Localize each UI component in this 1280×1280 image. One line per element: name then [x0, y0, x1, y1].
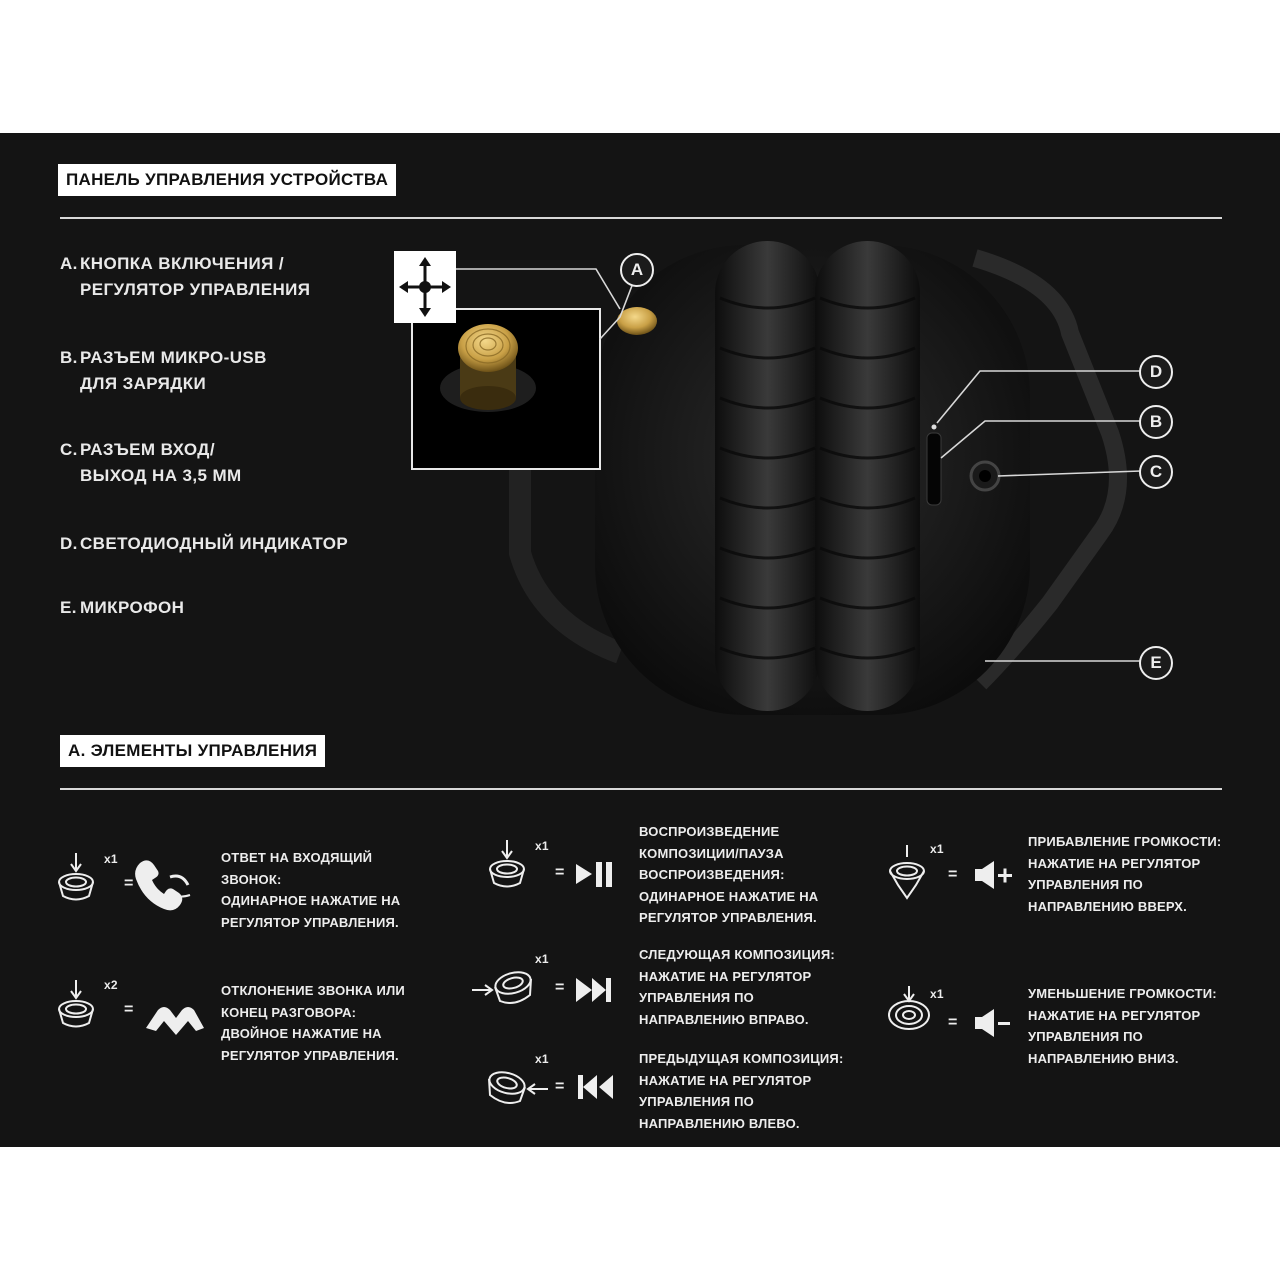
section-divider: [60, 217, 1222, 219]
knob-down-icon: [888, 986, 930, 1030]
diagram-panel: ПАНЕЛЬ УПРАВЛЕНИЯ УСТРОЙСТВА A.КНОПКА ВК…: [0, 133, 1280, 1147]
equals-sign: =: [555, 979, 565, 996]
callout-b: B: [1139, 405, 1173, 439]
knob-press-icon: [58, 853, 94, 901]
equals-sign: =: [948, 866, 958, 883]
headphone-illustration: [394, 241, 1142, 715]
control-icons: [58, 840, 1012, 1104]
equals-sign: =: [124, 875, 134, 892]
answer-call-description: ОТВЕТ НА ВХОДЯЩИЙ ЗВОНОК: ОДИНАРНОЕ НАЖА…: [221, 850, 401, 930]
volume-down-description: УМЕНЬШЕНИЕ ГРОМКОСТИ: НАЖАТИЕ НА РЕГУЛЯТ…: [1028, 986, 1217, 1066]
knob-tilt-right-icon: [472, 971, 532, 1004]
press-count: x1: [535, 839, 549, 853]
part-d-label: D.СВЕТОДИОДНЫЙ ИНДИКАТОР: [60, 534, 349, 553]
section-divider: [60, 788, 1222, 790]
next-track-icon: [576, 978, 611, 1002]
press-count: x1: [930, 842, 944, 856]
volume-down-icon: [975, 1009, 1010, 1037]
part-e-label: E.МИКРОФОН: [60, 598, 185, 617]
equals-sign: =: [555, 1078, 565, 1095]
volume-up-icon: [975, 861, 1012, 889]
reject-call-description: ОТКЛОНЕНИЕ ЗВОНКА ИЛИ КОНЕЦ РАЗГОВОРА: Д…: [221, 983, 405, 1063]
callout-a: A: [620, 253, 654, 287]
callout-c: C: [1139, 455, 1173, 489]
equals-sign: =: [555, 864, 565, 881]
part-a-label: A.КНОПКА ВКЛЮЧЕНИЯ / РЕГУЛЯТОР УПРАВЛЕНИ…: [60, 254, 311, 299]
press-count: x1: [104, 852, 118, 866]
controls-section-title: A. ЭЛЕМЕНТЫ УПРАВЛЕНИЯ: [60, 735, 326, 767]
press-count: x1: [535, 1052, 549, 1066]
press-count: x1: [535, 952, 549, 966]
part-c-label: C.РАЗЪЕМ ВХОД/ ВЫХОД НА 3,5 ММ: [60, 440, 242, 485]
previous-track-icon: [578, 1075, 613, 1099]
callout-e: E: [1139, 646, 1173, 680]
callout-d: D: [1139, 355, 1173, 389]
knob-press-icon: [58, 980, 94, 1028]
next-track-description: СЛЕДУЮЩАЯ КОМПОЗИЦИЯ: НАЖАТИЕ НА РЕГУЛЯТ…: [639, 947, 835, 1027]
knob-up-icon: [889, 845, 925, 900]
volume-up-description: ПРИБАВЛЕНИЕ ГРОМКОСТИ: НАЖАТИЕ НА РЕГУЛЯ…: [1028, 834, 1222, 914]
phone-answer-icon: [135, 860, 183, 911]
previous-track-description: ПРЕДЫДУЩАЯ КОМПОЗИЦИЯ: НАЖАТИЕ НА РЕГУЛЯ…: [639, 1051, 844, 1131]
knob-tilt-left-icon: [488, 1071, 548, 1104]
hang-up-icon: [146, 1007, 204, 1035]
play-pause-description: ВОСПРОИЗВЕДЕНИЕ КОМПОЗИЦИИ/ПАУЗА ВОСПРОИ…: [639, 824, 819, 925]
part-b-label: B.РАЗЪЕМ МИКРО-USB ДЛЯ ЗАРЯДКИ: [60, 348, 267, 393]
equals-sign: =: [124, 1001, 134, 1018]
panel-section-title: ПАНЕЛЬ УПРАВЛЕНИЯ УСТРОЙСТВА: [58, 164, 397, 196]
press-count: x1: [930, 987, 944, 1001]
equals-sign: =: [948, 1014, 958, 1031]
play-pause-icon: [576, 862, 612, 887]
knob-press-icon: [489, 840, 525, 888]
press-count: x2: [104, 978, 118, 992]
